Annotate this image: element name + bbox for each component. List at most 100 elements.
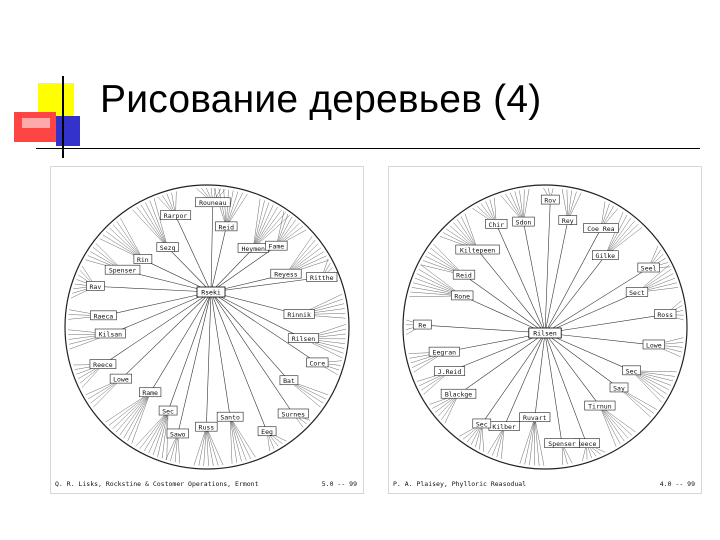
leaf-edge	[206, 427, 219, 466]
tree-edge	[210, 291, 294, 415]
tree-node-label: Ross	[657, 311, 673, 319]
leaf-edge	[157, 410, 169, 457]
tree-node-label: Reid	[456, 272, 472, 280]
tree-node-box	[94, 328, 126, 339]
tree-node-label: Say	[613, 384, 625, 392]
leaf-edge	[523, 188, 530, 223]
tree-node-label: Raeca	[94, 312, 114, 320]
leaf-edge	[229, 417, 242, 462]
tree-edge	[210, 291, 290, 381]
tree-edge	[422, 324, 546, 334]
tree-node-label: Re	[418, 322, 426, 330]
tree-node-label: Rarpor	[164, 212, 188, 220]
tree-node-label: Spenser	[548, 440, 575, 448]
tree-edge	[210, 202, 214, 293]
tree-edge	[544, 332, 587, 444]
leaf-edge	[149, 200, 168, 248]
tree-edge	[167, 291, 212, 412]
tree-edge	[177, 291, 212, 435]
tree-node-label: Gilke	[596, 252, 616, 260]
tree-edge	[210, 291, 318, 364]
leaf-edge	[226, 191, 239, 227]
tree-node-box	[609, 382, 629, 393]
leaf-edge	[112, 224, 144, 260]
tree-node-label: Eegran	[433, 349, 457, 357]
leaf-edge	[605, 217, 632, 256]
leaf-edge	[198, 427, 207, 466]
leaf-edge	[253, 212, 286, 249]
tree-node-box	[622, 365, 641, 376]
tree-node-label: Rav	[90, 283, 102, 291]
tree-node-box	[558, 215, 578, 225]
leaf-edge	[131, 392, 151, 444]
leaf-edge	[253, 200, 265, 249]
tree-node-box	[583, 223, 619, 233]
leaf-edge	[123, 392, 151, 439]
leaf-edge	[213, 188, 227, 227]
tree-node-label: Seel	[641, 265, 657, 273]
leaf-edge	[492, 426, 505, 456]
leaf-edge	[253, 202, 270, 249]
leaf-edge	[116, 221, 144, 260]
tree-node-box	[584, 400, 616, 411]
tree-edge	[102, 291, 212, 365]
leaf-edge	[229, 417, 233, 464]
tree-edge	[149, 291, 212, 393]
boundary-circle	[402, 184, 688, 470]
leaf-edge	[599, 405, 629, 439]
tree-node-label: Sezq	[160, 244, 176, 252]
leaf-edge	[444, 394, 459, 424]
tree-node-label: Reece	[577, 440, 597, 448]
caption-right-code: 4.0 -- 99	[659, 480, 695, 488]
tree-node-box	[195, 197, 231, 208]
leaf-edge	[127, 392, 151, 442]
leaf-edge	[253, 209, 282, 249]
tree-edge	[142, 259, 212, 293]
leaf-edge	[519, 417, 535, 464]
leaf-edge	[288, 380, 321, 408]
tree-edge	[544, 255, 606, 334]
leaf-edge	[139, 410, 169, 449]
tree-node-box	[591, 250, 619, 261]
leaf-edge	[464, 213, 478, 251]
tree-edge	[496, 224, 546, 334]
caption-right-text: P. A. Plaisey, Phylloric Reasodual	[393, 480, 527, 488]
leaf-edge	[487, 426, 505, 454]
tree-edge	[481, 332, 546, 425]
tree-node-box	[270, 268, 302, 279]
tree-node-box	[287, 333, 319, 343]
tree-node-box	[277, 408, 309, 419]
tree-node-label: Sect	[629, 289, 645, 297]
leaf-edge	[618, 387, 651, 418]
leaf-edge	[599, 405, 636, 433]
leaf-edge	[229, 417, 256, 458]
accent-blue-block	[56, 116, 80, 146]
leaf-edge	[534, 417, 545, 467]
tree-node-label: Tirnun	[588, 403, 612, 411]
leaf-edge	[148, 410, 169, 454]
tree-node-label: Spenser	[109, 267, 136, 275]
tree-edge	[523, 222, 546, 334]
tree-edge	[210, 248, 254, 293]
tree-node-box	[485, 218, 508, 229]
leaf-edge	[152, 410, 169, 456]
tree-node-label: Kiltepeen	[460, 247, 495, 255]
tree-edge	[167, 247, 212, 293]
tree-node-box	[166, 428, 189, 439]
tree-node-label: Reece	[93, 361, 113, 369]
figure-caption-left: Q. R. Lisks, Rockstine & Costomer Operat…	[55, 480, 357, 488]
accent-vertical-rule	[62, 76, 64, 158]
leaf-edge	[140, 204, 168, 248]
tree-edge	[462, 295, 546, 334]
figure-caption-right: P. A. Plaisey, Phylloric Reasodual 4.0 -…	[393, 480, 695, 488]
leaf-edge	[599, 405, 633, 436]
leaf-edge	[605, 214, 628, 256]
tree-node-label: Eeg	[261, 428, 273, 436]
tree-node-label: Rouneau	[199, 199, 226, 207]
tree-node-box	[283, 309, 315, 319]
tree-node-box	[133, 254, 153, 264]
tree-node-label: Rin	[137, 256, 149, 264]
leaf-edge	[605, 211, 624, 256]
leaf-edge	[524, 417, 535, 465]
